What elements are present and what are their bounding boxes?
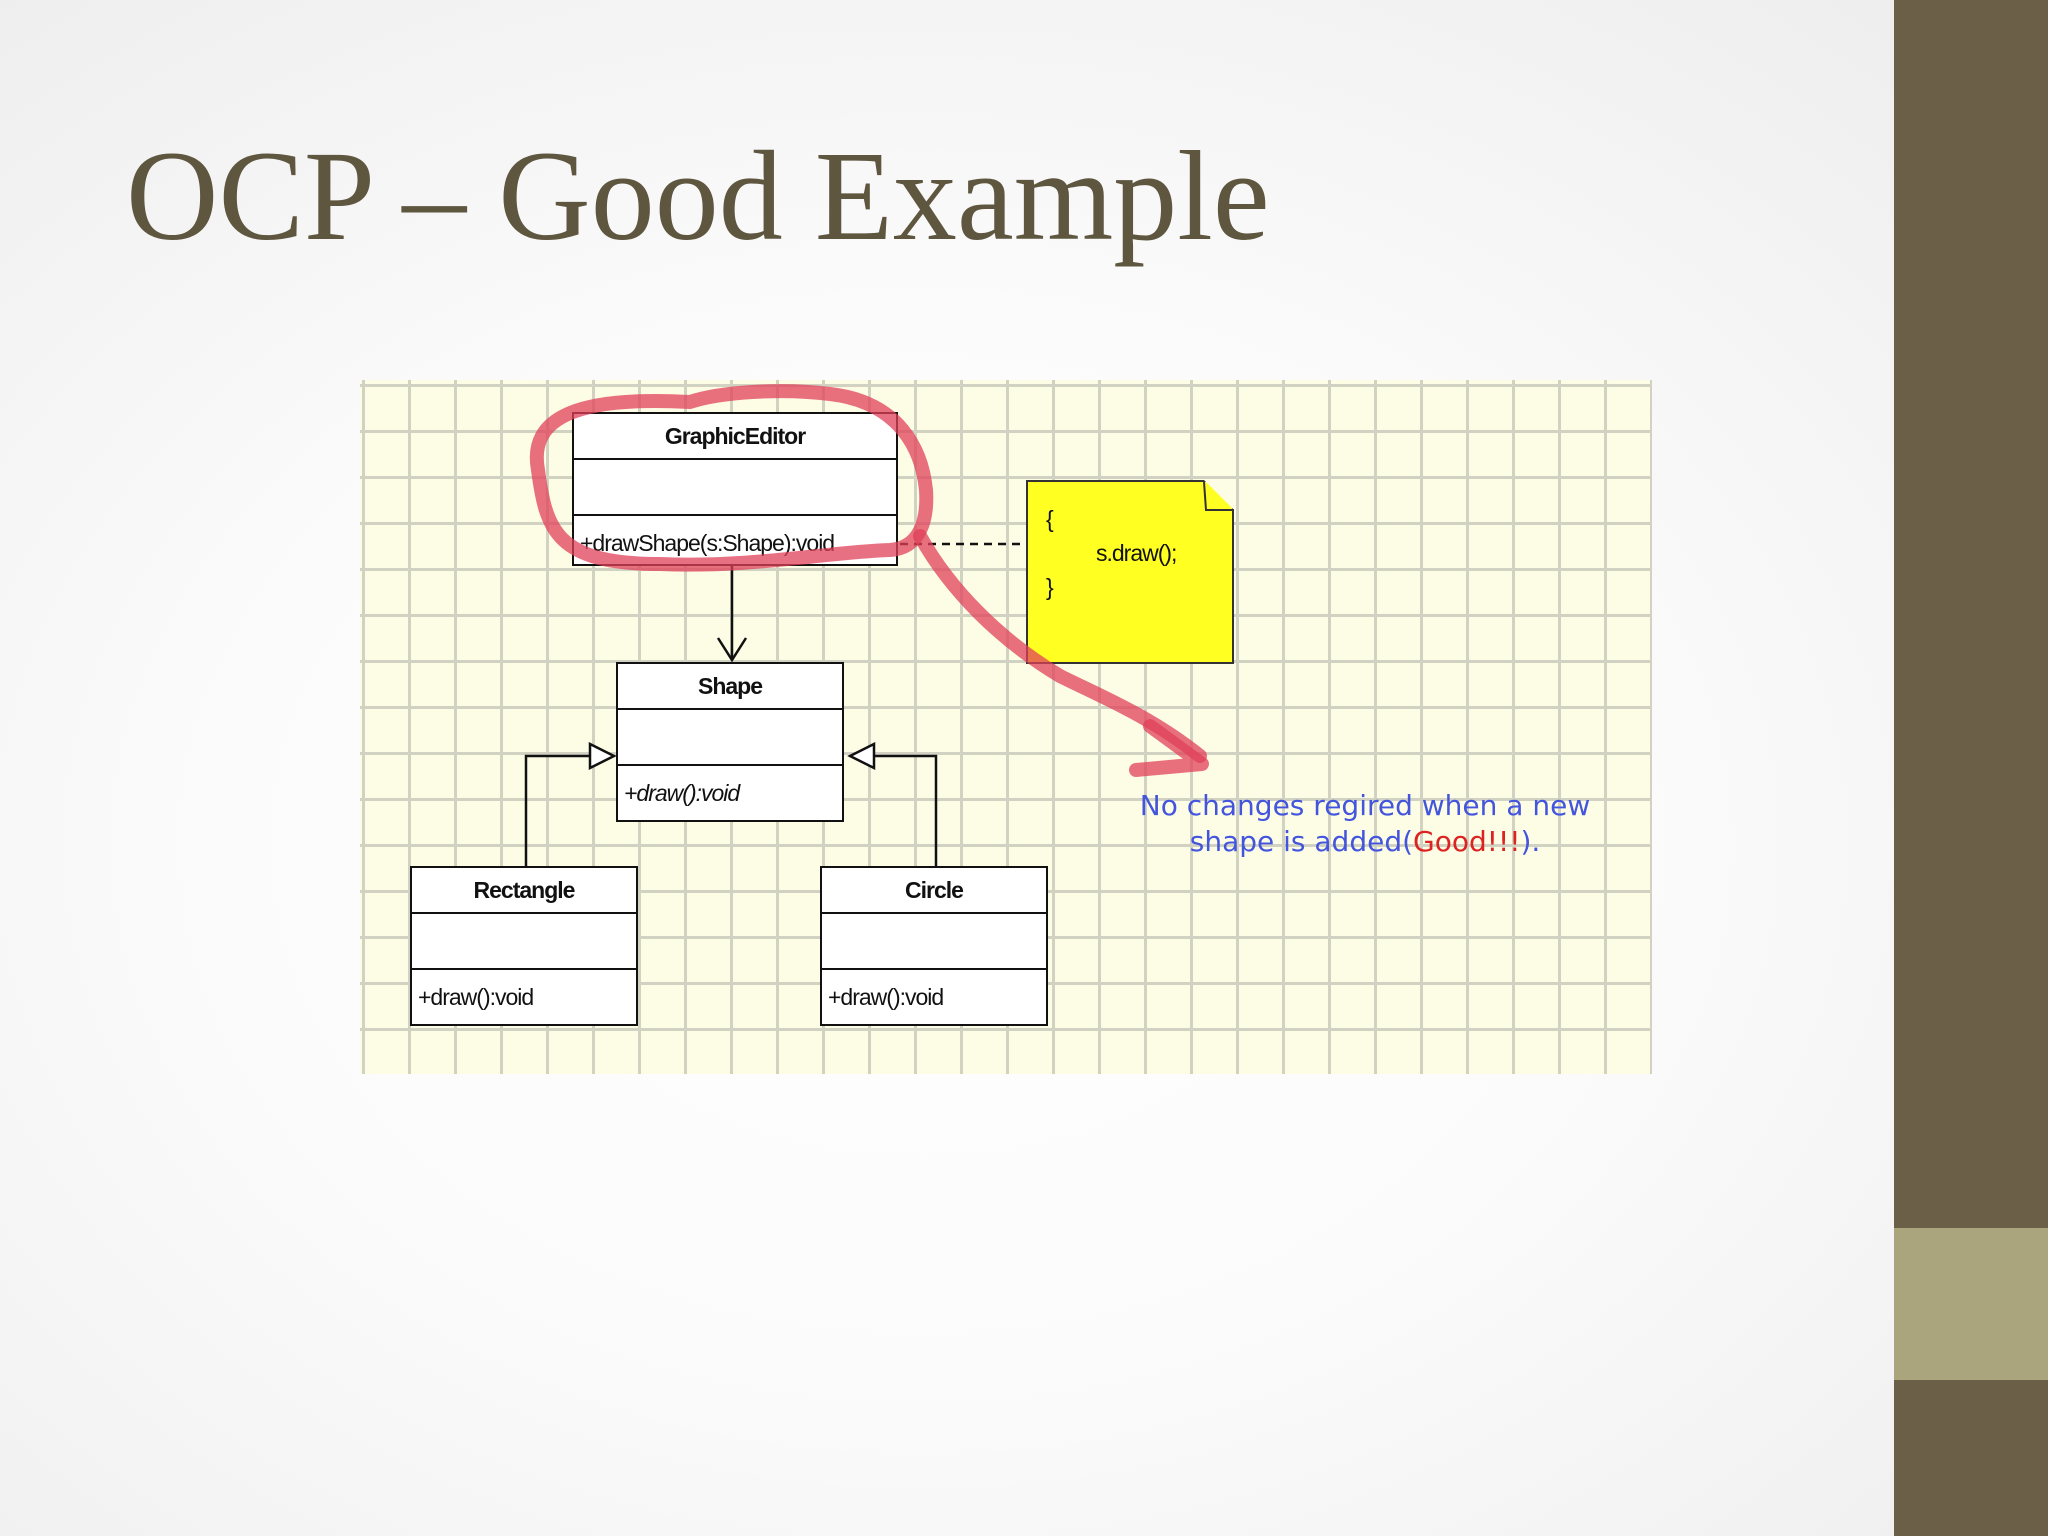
annotation-line-2-suffix: ). xyxy=(1520,825,1541,858)
class-name-graphic-editor: GraphicEditor xyxy=(574,414,896,460)
dependency-arrowhead xyxy=(716,637,748,663)
circle-generalization-line xyxy=(874,754,938,868)
class-operation-draw-shape: +drawShape(s:Shape):void xyxy=(580,529,835,556)
code-note: { s.draw(); } xyxy=(1026,480,1234,664)
annotation-text: No changes regired when a new shape is a… xyxy=(1080,788,1650,860)
note-body: s.draw(); xyxy=(1096,540,1177,566)
class-name-shape: Shape xyxy=(618,664,842,710)
annotation-line-2-prefix: shape is added( xyxy=(1189,825,1414,858)
class-operation-shape-draw: +draw():void xyxy=(624,779,740,806)
annotation-line-2: shape is added(Good!!!). xyxy=(1080,824,1650,860)
class-name-rectangle: Rectangle xyxy=(412,868,636,914)
rectangle-generalization-arrow xyxy=(588,741,617,771)
note-close-brace: } xyxy=(1046,574,1054,600)
annotation-good: Good!!! xyxy=(1413,825,1521,858)
class-graphic-editor: GraphicEditor +drawShape(s:Shape):void xyxy=(572,412,898,566)
slide-side-accent xyxy=(1894,1228,2048,1380)
note-open-brace: { xyxy=(1046,506,1054,532)
class-rectangle: Rectangle +draw():void xyxy=(410,866,638,1026)
slide-title: OCP – Good Example xyxy=(126,125,1270,267)
class-attributes-rectangle xyxy=(412,914,636,970)
class-attributes-shape xyxy=(618,710,842,766)
class-attributes-graphic-editor xyxy=(574,460,896,516)
class-operation-rectangle-draw: +draw():void xyxy=(418,983,534,1010)
class-name-circle: Circle xyxy=(822,868,1046,914)
class-operation-circle-draw: +draw():void xyxy=(828,983,944,1010)
annotation-line-1: No changes regired when a new xyxy=(1139,789,1591,822)
class-circle: Circle +draw():void xyxy=(820,866,1048,1026)
circle-generalization-arrow xyxy=(847,741,876,771)
class-attributes-circle xyxy=(822,914,1046,970)
uml-class-diagram: GraphicEditor +drawShape(s:Shape):void S… xyxy=(360,380,1652,1074)
rectangle-generalization-line xyxy=(524,754,590,868)
class-shape: Shape +draw():void xyxy=(616,662,844,822)
